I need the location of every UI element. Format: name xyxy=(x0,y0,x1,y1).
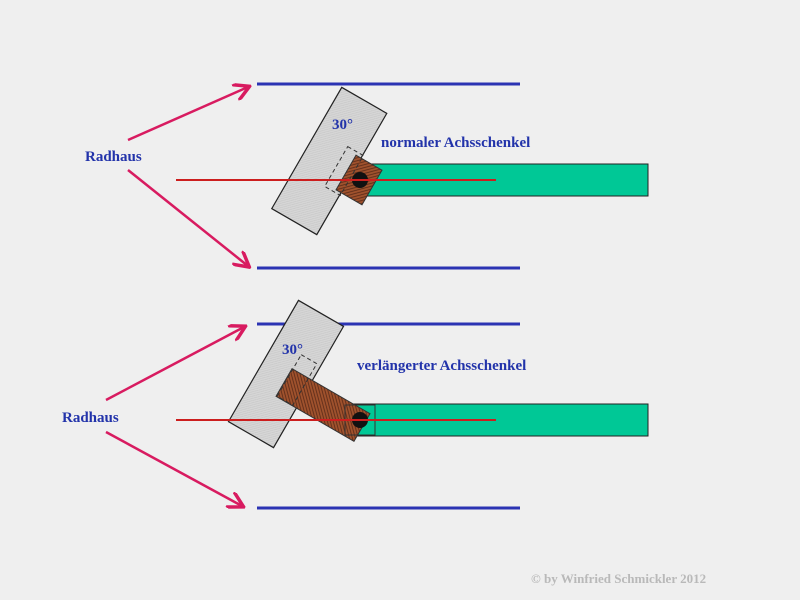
wheelhouse-arrow-up xyxy=(127,87,248,142)
wheel-tire xyxy=(270,86,388,236)
copyright-text: © by Winfried Schmickler 2012 xyxy=(531,571,706,586)
hidden-knuckle-outline xyxy=(276,354,318,406)
wheelhouse-arrow-up xyxy=(105,327,244,402)
wheelhouse-arrow-down xyxy=(127,169,248,266)
wheelhouse-label: Radhaus xyxy=(85,149,142,165)
angle-label: 30° xyxy=(282,342,303,358)
wheelhouse-label: Radhaus xyxy=(62,410,119,426)
knuckle-label: verlängerter Achsschenkel xyxy=(357,358,526,374)
angle-label: 30° xyxy=(332,117,353,133)
knuckle-label: normaler Achsschenkel xyxy=(381,135,530,151)
top-panel: Radhaus 30° normaler Achsschenkel xyxy=(85,82,649,270)
bottom-panel: Radhaus 30° verlängerter Achsschenkel xyxy=(62,299,649,510)
hidden-knuckle-outline xyxy=(324,145,364,197)
wheelhouse-arrow-down xyxy=(105,430,242,506)
